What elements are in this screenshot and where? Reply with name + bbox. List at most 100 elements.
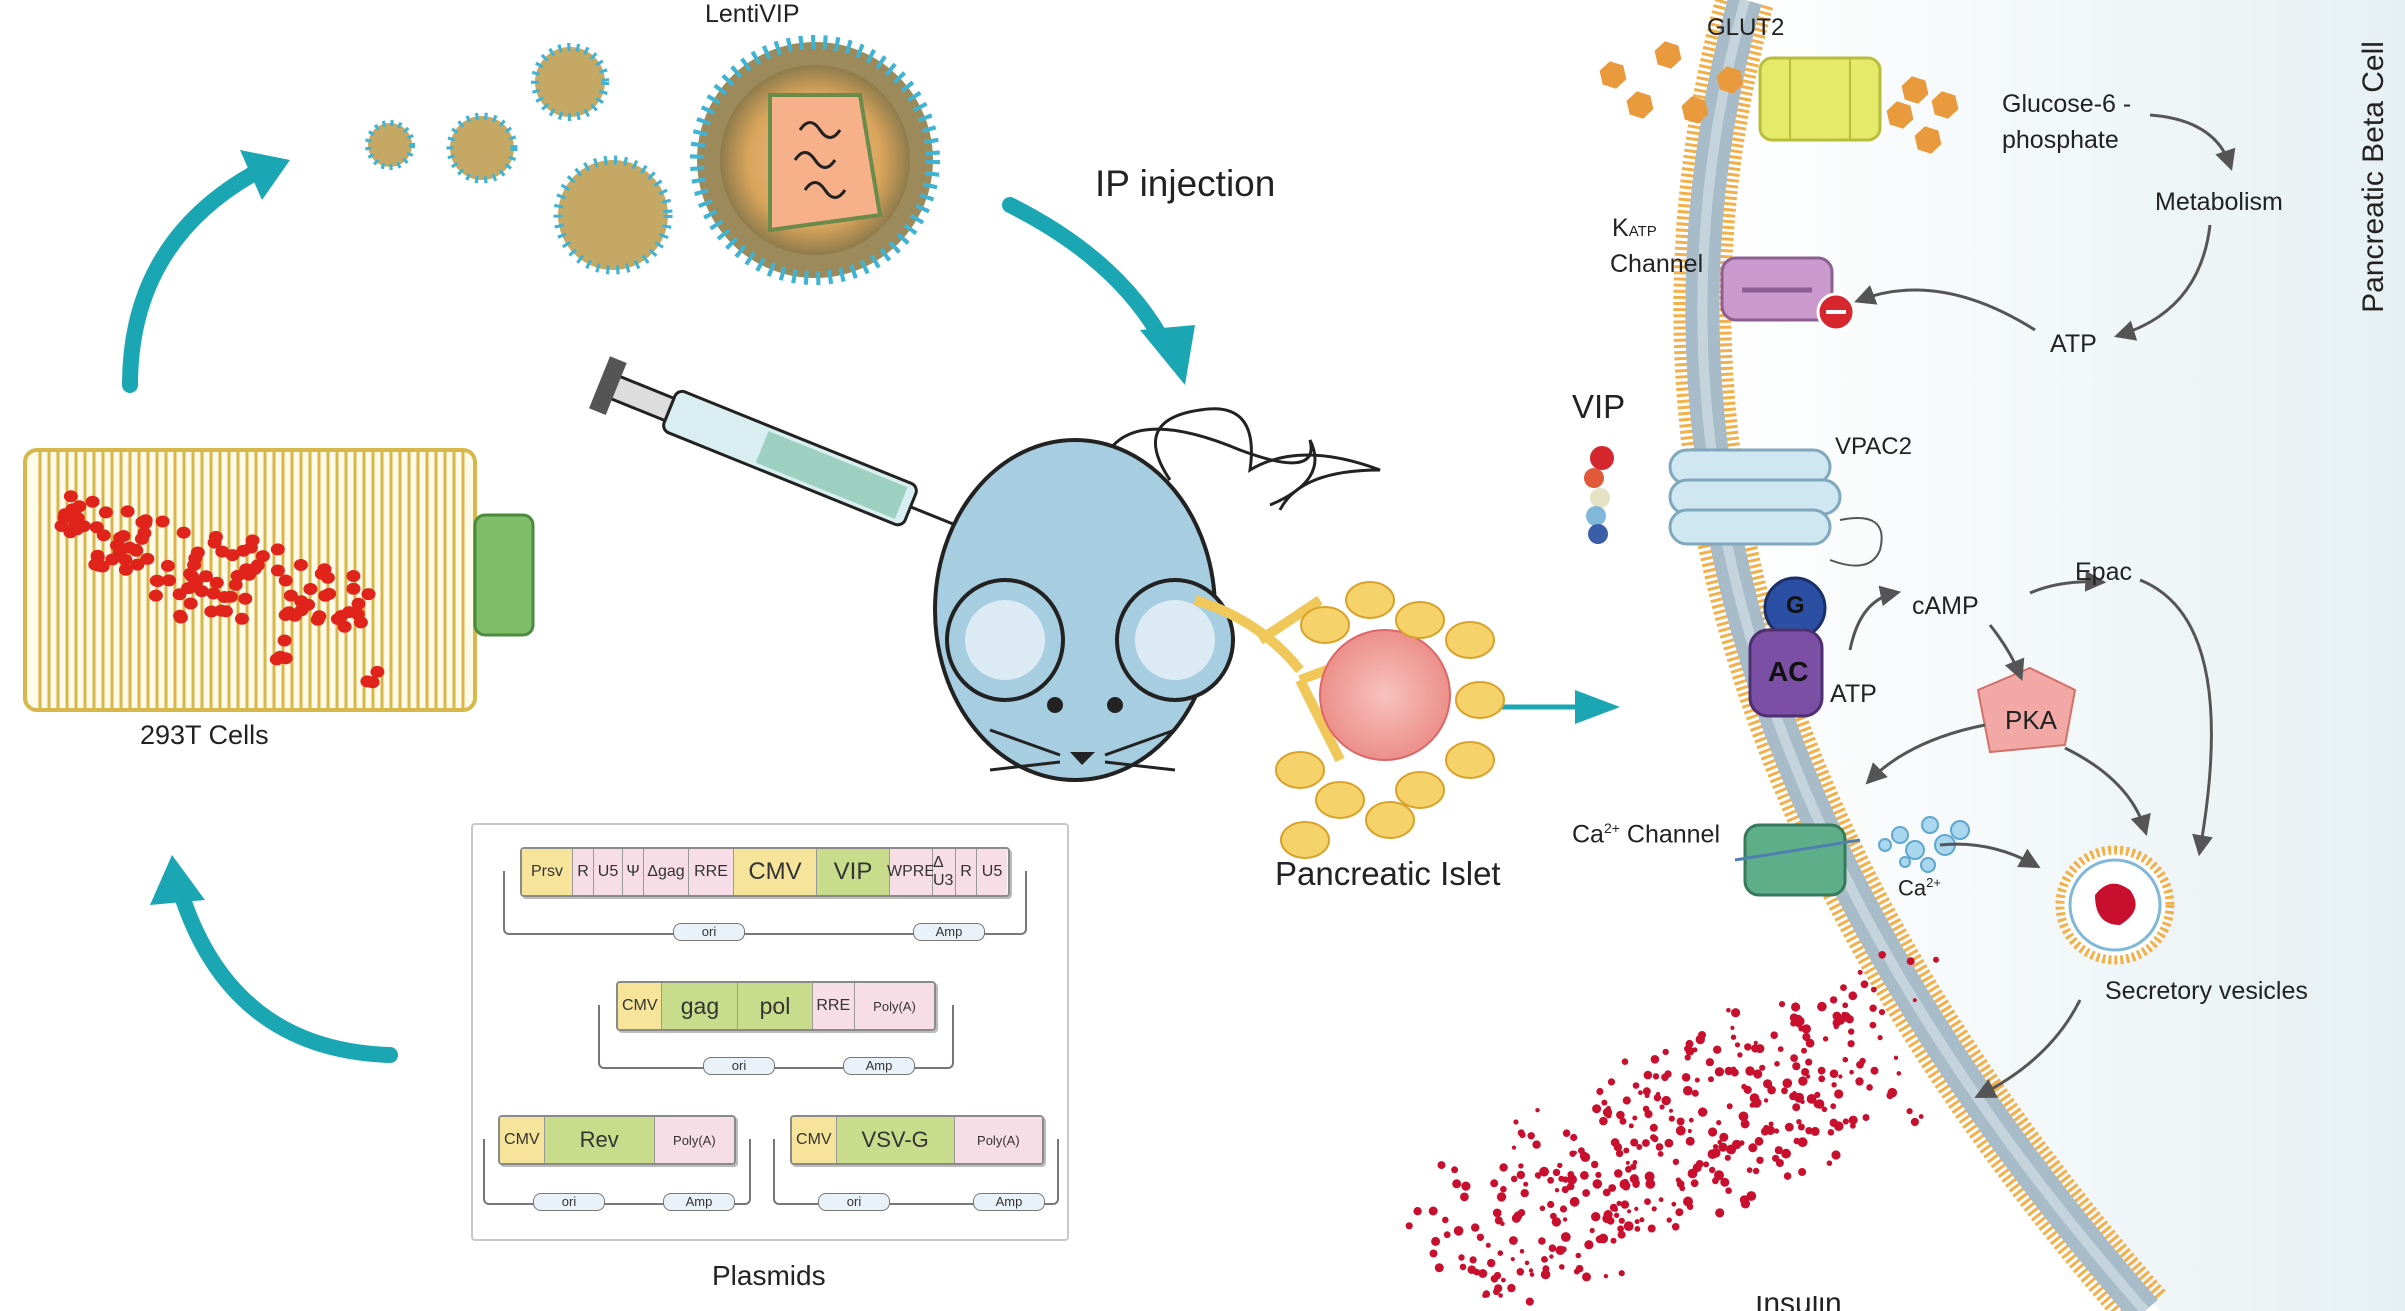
insulin-granule [1549, 1254, 1554, 1259]
insulin-granule [1687, 1168, 1698, 1179]
insulin-granule [1793, 1137, 1801, 1145]
insulin-granule [1623, 1147, 1630, 1154]
cultured-cell [148, 589, 163, 602]
insulin-granule [1478, 1269, 1488, 1278]
insulin-granule [1650, 1055, 1660, 1064]
insulin-granule [1647, 1224, 1656, 1233]
plasmid-segment: VSV-G [836, 1117, 955, 1163]
amp-pill-4: Amp [973, 1193, 1045, 1211]
insulin-granule [1535, 1108, 1540, 1113]
insulin-granule [1763, 1079, 1773, 1089]
insulin-granule [1774, 1146, 1783, 1155]
insulin-granule [1918, 1114, 1924, 1119]
insulin-granule [1500, 1185, 1507, 1193]
calcium-channel [1734, 823, 1861, 897]
signaling-arrows [1848, 113, 2236, 1098]
insulin-granule [1496, 1192, 1507, 1202]
insulin-granule [1644, 1171, 1655, 1182]
insulin-granule [1603, 1274, 1609, 1279]
cultured-cell [134, 532, 149, 545]
cultured-cell [303, 583, 318, 595]
lentivip-label: LentiVIP [705, 0, 800, 28]
cultured-cell [183, 567, 198, 580]
insulin-granule [1711, 1148, 1721, 1158]
insulin-granule [1725, 1187, 1732, 1194]
insulin-granule [1559, 1205, 1568, 1213]
insulin-granule [1801, 1047, 1807, 1054]
ca-ion-label: Ca2+ [1898, 875, 1941, 901]
secretory-label: Secretory vesicles [2105, 977, 2308, 1005]
insulin-granule [1691, 1089, 1699, 1097]
insulin-granule [1509, 1236, 1518, 1245]
insulin-granule [1485, 1242, 1491, 1248]
acinus [1315, 781, 1365, 819]
plasmid-segment: VIP [817, 849, 890, 895]
insulin-granule [1842, 1118, 1849, 1125]
insulin-granule [1459, 1263, 1467, 1271]
insulin-granule [1790, 1054, 1798, 1062]
insulin-granule [1818, 1075, 1826, 1083]
cultured-cell [230, 569, 245, 582]
insulin-granule [1566, 1182, 1575, 1191]
cultured-cell [72, 500, 87, 513]
glucose6p-label-2: phosphate [2002, 126, 2119, 154]
insulin-granule [1599, 1116, 1608, 1126]
cultured-cell [318, 589, 333, 602]
insulin-granule [1708, 1127, 1718, 1137]
insulin-granule [1632, 1082, 1640, 1089]
insulin-granule [1797, 1137, 1808, 1148]
insulin-granule [1451, 1166, 1459, 1174]
ori-pill-1: ori [673, 923, 745, 941]
insulin-granule [1849, 1069, 1854, 1075]
cultured-cell [314, 567, 329, 580]
vip-label: VIP [1572, 388, 1626, 425]
insulin-granule [1490, 1179, 1499, 1188]
insulin-granule [1595, 1235, 1604, 1244]
secretory-vesicle [2055, 845, 2175, 965]
insulin-granule [1482, 1293, 1488, 1298]
insulin-granule [1709, 1166, 1716, 1174]
insulin-granule [1664, 1138, 1674, 1148]
insulin-granule [1638, 1090, 1643, 1096]
glucose-molecule [1901, 76, 1929, 104]
insulin-granule [1806, 1094, 1817, 1104]
insulin-granule [1687, 1128, 1692, 1134]
insulin-granule [1659, 1104, 1665, 1110]
cultured-cell [278, 652, 293, 665]
glut2-transporter [1758, 56, 1882, 142]
insulin-granule [1683, 1085, 1693, 1096]
insulin-granule [1642, 1087, 1651, 1096]
insulin-granule [1469, 1256, 1477, 1264]
insulin-granule [1618, 1270, 1625, 1277]
cultured-cell [245, 534, 260, 547]
insulin-granule [1562, 1129, 1571, 1137]
teal-arrow-plasmids [150, 855, 398, 1063]
calcium-ions [1878, 816, 1970, 873]
insulin-granule [1777, 1046, 1784, 1052]
insulin-granule [1718, 1142, 1728, 1152]
insulin-granule [1738, 1140, 1745, 1146]
ip-injection-label: IP injection [1095, 163, 1276, 204]
plasmid-packaging-backbone [598, 1005, 954, 1069]
cultured-cell [282, 606, 296, 619]
cultured-cell [270, 564, 285, 577]
plasmid-segment: RRE [689, 849, 734, 895]
insulin-granule [1634, 1226, 1641, 1232]
insulin-granule [1866, 1084, 1873, 1091]
insulin-granule [1606, 1217, 1615, 1225]
insulin-granule [1443, 1231, 1451, 1239]
cultured-cell [270, 543, 285, 556]
insulin-granule [1529, 1272, 1535, 1277]
cultured-cell [140, 552, 155, 565]
cultured-cell [312, 610, 327, 623]
insulin-granule [1714, 1170, 1724, 1181]
acinus [1345, 581, 1395, 619]
insulin-granule [1562, 1217, 1568, 1222]
cultured-cell [278, 574, 293, 587]
glucose-molecule [1914, 126, 1942, 154]
cultured-cell [98, 506, 113, 519]
calcium-ion [1899, 856, 1911, 868]
insulin-granule [1639, 1217, 1645, 1223]
acinus [1365, 801, 1415, 839]
plasmids-label: Plasmids [712, 1260, 826, 1291]
